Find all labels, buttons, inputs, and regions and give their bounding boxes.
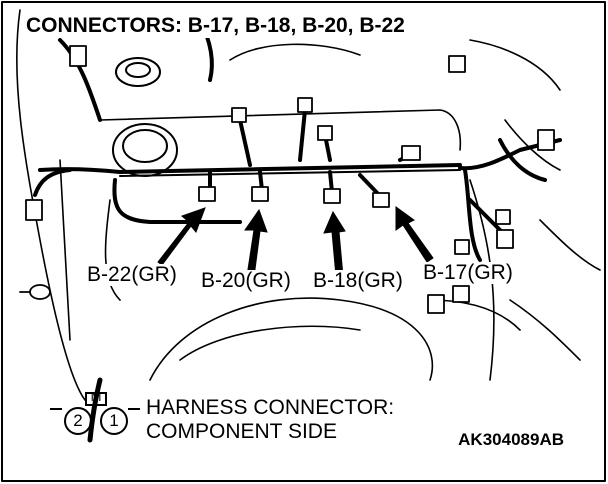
label-b20: B-20(GR)	[200, 269, 292, 292]
legend-line-1: HARNESS CONNECTOR:	[146, 396, 395, 419]
arrow-b22	[157, 207, 206, 266]
engine-outline	[15, 9, 601, 401]
oil-cap	[112, 123, 178, 177]
legend-line-2: COMPONENT SIDE	[146, 420, 337, 443]
symbol-pin-1: 1	[109, 411, 119, 430]
diagram-title: CONNECTORS: B-17, B-18, B-20, B-22	[22, 14, 409, 38]
figure-code: AK304089AB	[458, 430, 564, 449]
connector-blocks	[25, 45, 555, 314]
bolt	[19, 284, 51, 300]
connector-symbol	[50, 392, 140, 435]
arrow-b18	[323, 210, 346, 277]
label-b17: B-17(GR)	[422, 261, 514, 284]
label-b18: B-18(GR)	[312, 269, 404, 292]
arrow-b20	[244, 208, 268, 278]
symbol-letter-m: M	[90, 389, 102, 404]
arrow-b17	[395, 206, 434, 263]
grommet	[115, 57, 161, 87]
wiring-harness	[33, 18, 562, 443]
symbol-pin-2: 2	[73, 411, 83, 430]
label-b22: B-22(GR)	[86, 263, 178, 286]
pointer-arrows	[157, 206, 434, 278]
